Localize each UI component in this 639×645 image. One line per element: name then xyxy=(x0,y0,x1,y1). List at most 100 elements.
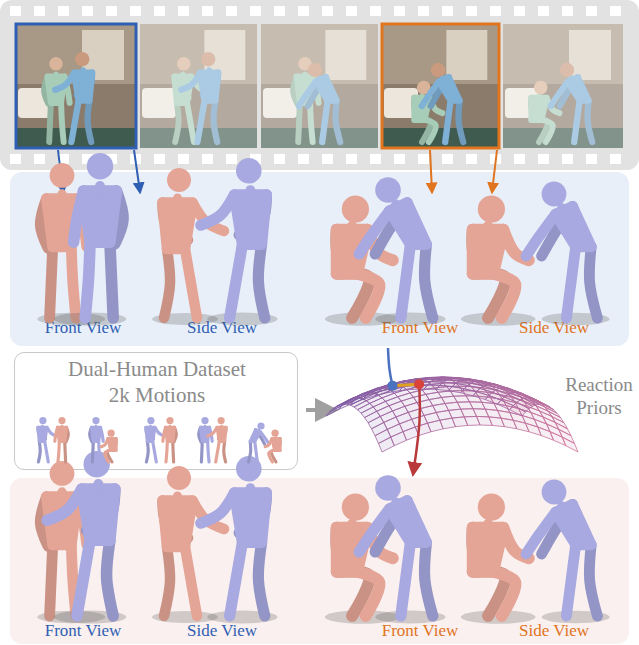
torso xyxy=(272,439,280,451)
limb xyxy=(47,427,56,436)
view-panel: Front ViewSide ViewFront ViewSide View xyxy=(10,172,629,346)
sprocket-hole xyxy=(538,154,549,164)
human-mesh xyxy=(55,417,69,462)
head xyxy=(50,163,75,188)
limb xyxy=(337,571,370,616)
ground-shadow xyxy=(325,610,400,624)
limb xyxy=(531,120,547,142)
neck xyxy=(95,426,98,427)
sprocket-hole xyxy=(418,6,429,16)
mesh-cell xyxy=(522,415,538,427)
mesh-cell xyxy=(358,403,374,413)
mesh-cell xyxy=(489,417,505,427)
mesh-cell xyxy=(428,420,444,432)
mesh-cell xyxy=(466,396,482,402)
output-point xyxy=(414,379,424,389)
limb xyxy=(503,230,529,261)
human-mesh xyxy=(414,81,442,142)
mesh-cell xyxy=(468,383,484,388)
torso xyxy=(163,501,193,548)
mesh-cell xyxy=(526,395,542,403)
mesh-cell xyxy=(349,393,365,400)
mesh-cell xyxy=(380,384,396,388)
limb xyxy=(503,528,529,559)
sprocket-hole xyxy=(538,6,549,16)
sprocket-hole xyxy=(130,154,141,164)
limb xyxy=(155,427,164,436)
limb xyxy=(163,203,189,241)
neck xyxy=(396,204,398,206)
mesh-cell xyxy=(440,418,456,429)
torso xyxy=(38,427,47,441)
limb xyxy=(166,441,167,462)
pointer-arrow xyxy=(58,150,63,192)
torso xyxy=(337,528,368,572)
mesh-cell xyxy=(454,377,470,378)
limb xyxy=(200,441,204,462)
torso xyxy=(473,230,504,274)
torso xyxy=(166,427,175,441)
mesh-cell xyxy=(456,383,472,387)
mesh-cell xyxy=(403,382,419,387)
mesh-cell xyxy=(496,388,512,394)
human-mesh xyxy=(422,63,463,142)
mesh-cell xyxy=(468,383,484,388)
mesh-cell xyxy=(505,394,521,402)
mesh-cell xyxy=(333,400,349,409)
dataset-samples xyxy=(38,417,280,462)
sprocket-hole xyxy=(58,154,69,164)
limb xyxy=(551,82,568,106)
mesh-cell xyxy=(533,401,549,411)
mesh-cell xyxy=(400,382,416,387)
mesh-cell xyxy=(452,380,468,383)
mesh-cell xyxy=(499,388,515,393)
human-mesh xyxy=(526,480,610,624)
output-trajectory xyxy=(413,384,420,474)
view-label: Front View xyxy=(382,318,459,338)
fade-overlay xyxy=(140,24,257,148)
neck xyxy=(347,226,357,229)
sprocket-hole xyxy=(370,6,381,16)
human-mesh xyxy=(551,63,592,142)
wall xyxy=(140,24,257,84)
limb xyxy=(425,120,436,142)
prior-manifold xyxy=(326,377,578,452)
pointer-arrow xyxy=(492,150,497,192)
view-label: Side View xyxy=(187,621,257,641)
limb xyxy=(337,273,370,318)
mesh-cell xyxy=(405,403,421,413)
limb xyxy=(401,244,411,318)
limb xyxy=(375,501,407,552)
mesh-cell xyxy=(508,393,524,400)
mesh-cell xyxy=(442,377,458,379)
head xyxy=(560,63,574,77)
mesh-cell xyxy=(445,402,461,410)
mesh-cell xyxy=(375,389,391,395)
head xyxy=(542,182,567,207)
sprocket-hole xyxy=(226,154,237,164)
mesh-cell xyxy=(527,406,543,417)
mesh-cell xyxy=(526,423,542,435)
mesh-cell xyxy=(461,389,477,396)
mesh-cell xyxy=(510,406,526,416)
mesh-cell xyxy=(361,407,377,418)
mesh-cell xyxy=(419,379,435,382)
sprocket-hole xyxy=(130,6,141,16)
limb xyxy=(47,489,82,520)
mesh-cell xyxy=(536,406,552,417)
film-strip xyxy=(0,0,639,170)
sprocket-hole xyxy=(346,154,357,164)
limb xyxy=(248,441,250,462)
couch xyxy=(263,88,297,118)
mesh-cell xyxy=(405,379,421,381)
limb xyxy=(99,441,100,462)
limb xyxy=(208,441,209,462)
head xyxy=(308,63,322,77)
limb xyxy=(175,103,178,142)
sprocket-hole xyxy=(394,154,405,164)
limb xyxy=(78,497,87,545)
mesh-cell xyxy=(452,417,468,427)
sprocket-hole xyxy=(10,6,21,16)
mesh-cell xyxy=(356,392,372,398)
human-mesh xyxy=(461,196,536,326)
